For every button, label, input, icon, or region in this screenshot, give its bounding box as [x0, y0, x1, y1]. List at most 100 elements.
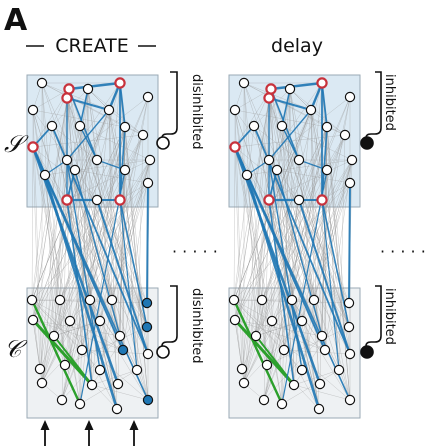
neuron — [248, 120, 260, 132]
gray-synapse — [31, 125, 53, 301]
blue-synapse — [66, 159, 101, 371]
gray-synapse — [268, 97, 350, 328]
neuron — [344, 91, 356, 103]
neuron — [296, 364, 308, 376]
neuron — [263, 154, 275, 166]
blue-synapse — [119, 199, 148, 328]
neuron — [308, 294, 320, 306]
blue-synapse — [96, 199, 149, 355]
active-neuron — [316, 77, 328, 89]
neuron — [238, 77, 250, 89]
gray-synapse — [51, 125, 98, 161]
ellipsis-right: · · · · · — [380, 242, 426, 261]
gray-synapse — [32, 319, 121, 337]
gray-synapse — [66, 97, 148, 328]
gray-synapse — [281, 369, 340, 405]
gray-synapse — [61, 349, 83, 401]
gray-synapse — [233, 182, 351, 301]
gray-synapse — [291, 299, 295, 386]
active-neuron — [61, 194, 73, 206]
neuron — [276, 120, 288, 132]
gray-synapse — [233, 299, 326, 351]
neuron — [94, 364, 106, 376]
neuron — [344, 177, 356, 189]
neuron — [293, 154, 305, 166]
gray-synapse — [268, 96, 351, 161]
gray-synapse — [289, 88, 346, 136]
neuron — [321, 164, 333, 176]
blue-synapse — [74, 169, 121, 337]
gray-synapse — [324, 159, 353, 351]
gray-synapse — [91, 384, 149, 401]
neuron — [343, 297, 355, 309]
neuron — [74, 398, 86, 410]
gray-synapse — [81, 299, 91, 351]
blue-synapses-left — [31, 81, 149, 411]
neuron — [321, 121, 333, 133]
state-marker-disinhibited-s — [156, 136, 170, 150]
gray-synapse — [234, 88, 272, 111]
gray-synapse — [31, 182, 149, 301]
neuron — [144, 154, 156, 166]
gray-synapse — [32, 109, 126, 128]
gray-synapse — [119, 335, 138, 371]
gray-synapse — [74, 169, 149, 184]
neuron — [76, 344, 88, 356]
neuron — [333, 364, 345, 376]
neuron — [64, 315, 76, 327]
gray-synapse — [51, 88, 89, 127]
gray-synapse — [61, 335, 121, 401]
gray-synapse — [32, 125, 81, 321]
neuron — [54, 294, 66, 306]
blue-synapse — [66, 109, 110, 161]
gray-synapse — [233, 109, 312, 301]
row-label-s: 𝒮 — [4, 130, 29, 158]
gray-synapse — [289, 88, 300, 161]
gray-synapse — [268, 109, 312, 201]
gray-synapse — [32, 109, 66, 366]
blue-synapse — [321, 199, 350, 328]
neuron — [27, 314, 39, 326]
green-synapse — [232, 298, 284, 406]
neuron — [119, 164, 131, 176]
column-title-create: CREATE — [55, 35, 129, 57]
active-neuron — [263, 194, 275, 206]
gray-synapse — [66, 97, 124, 351]
active-neuron — [114, 77, 126, 89]
neuron — [288, 379, 300, 391]
neuron — [250, 330, 262, 342]
gray-synapse — [234, 146, 243, 370]
neuron — [39, 169, 51, 181]
gray-synapse — [41, 82, 110, 111]
neuron — [46, 120, 58, 132]
gray-synapse — [321, 335, 340, 371]
gray-synapse — [234, 109, 245, 384]
neuron — [314, 378, 326, 390]
blue-synapse — [321, 199, 340, 371]
neuron — [137, 129, 149, 141]
input-arrow — [40, 420, 50, 446]
gray-synapse — [32, 146, 41, 370]
neuron — [94, 315, 106, 327]
blue-synapse — [268, 109, 312, 161]
active-neuron — [316, 194, 328, 206]
neuron — [131, 364, 143, 376]
neuron — [229, 314, 241, 326]
neuron — [316, 330, 328, 342]
blue-synapse — [298, 199, 351, 355]
gray-synapse — [108, 109, 121, 201]
green-synapse — [30, 298, 82, 406]
neuron — [258, 394, 270, 406]
gray-synapse — [32, 146, 71, 322]
bracket-c-right — [365, 285, 382, 347]
neuron — [278, 344, 290, 356]
gray-synapse — [108, 109, 148, 328]
neuron — [313, 403, 325, 415]
neuron — [112, 378, 124, 390]
input-arrow — [129, 420, 139, 446]
neuron — [27, 104, 39, 116]
neuron — [82, 83, 94, 95]
blue-synapse — [276, 169, 323, 337]
active-neuron — [265, 83, 277, 95]
